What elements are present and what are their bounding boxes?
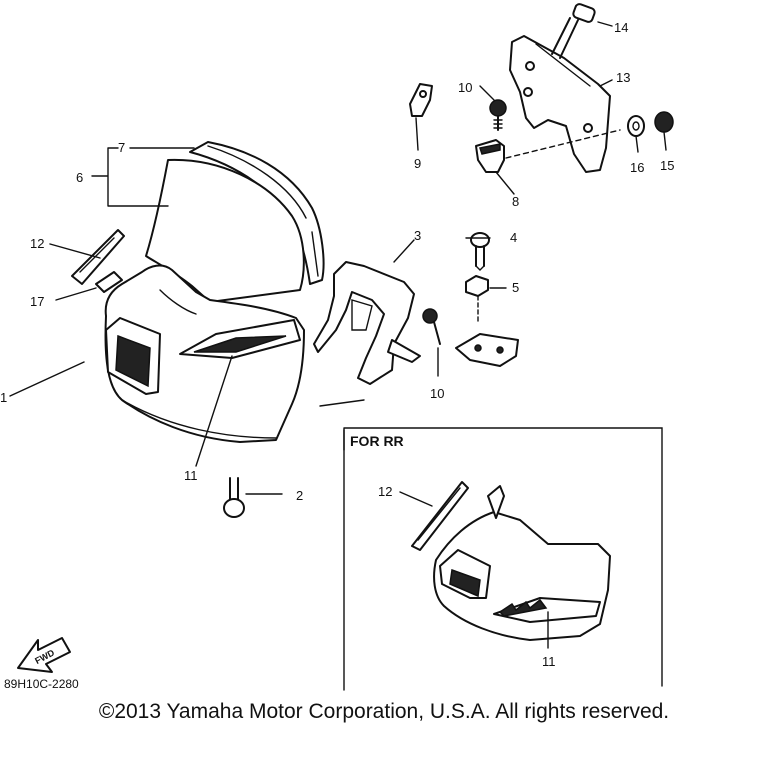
callout-6: 6 [76,170,83,185]
fwd-arrow-icon: FWD [17,637,71,673]
diagram-code: 89H10C-2280 [4,677,79,691]
callout-7: 7 [118,140,125,155]
callout-13: 13 [616,70,630,85]
leader-lines [9,21,667,495]
inset-fairing [433,485,611,641]
bracket [313,261,421,385]
inset-title: FOR RR [350,433,404,449]
inset-callout-11: 11 [542,654,556,669]
callout-9: 9 [414,156,421,171]
callout-2: 2 [296,488,303,503]
callout-12: 12 [30,236,44,251]
screw-10-upper [489,99,507,131]
callout-5: 5 [512,280,519,295]
nut-5 [465,275,489,323]
callout-1: 1 [0,390,7,405]
callout-4: 4 [510,230,517,245]
callout-16: 16 [630,160,644,175]
inset-emblem-12 [411,481,469,551]
inset-for-rr: FOR RR 12 11 [343,427,663,691]
washer-16 [627,115,645,137]
fairing-body [104,264,305,443]
callout-8: 8 [512,194,519,209]
callout-10-lower: 10 [430,386,444,401]
clip-9 [409,83,433,117]
callout-3: 3 [414,228,421,243]
nut-plate [455,333,519,367]
windshield [145,141,325,303]
inset-callout-12: 12 [378,484,392,499]
grommet-8 [475,129,621,173]
callout-14: 14 [614,20,628,35]
bolt-2 [223,477,245,518]
callout-11: 11 [184,468,198,483]
callout-15: 15 [660,158,674,173]
bolt-14 [551,3,596,59]
bolt-4 [470,232,490,271]
emblem-17 [95,271,123,293]
copyright-notice: ©2013 Yamaha Motor Corporation, U.S.A. A… [98,700,670,723]
callout-10-upper: 10 [458,80,472,95]
screw-10-lower [422,308,441,345]
callout-17: 17 [30,294,44,309]
nut-15 [654,111,674,133]
